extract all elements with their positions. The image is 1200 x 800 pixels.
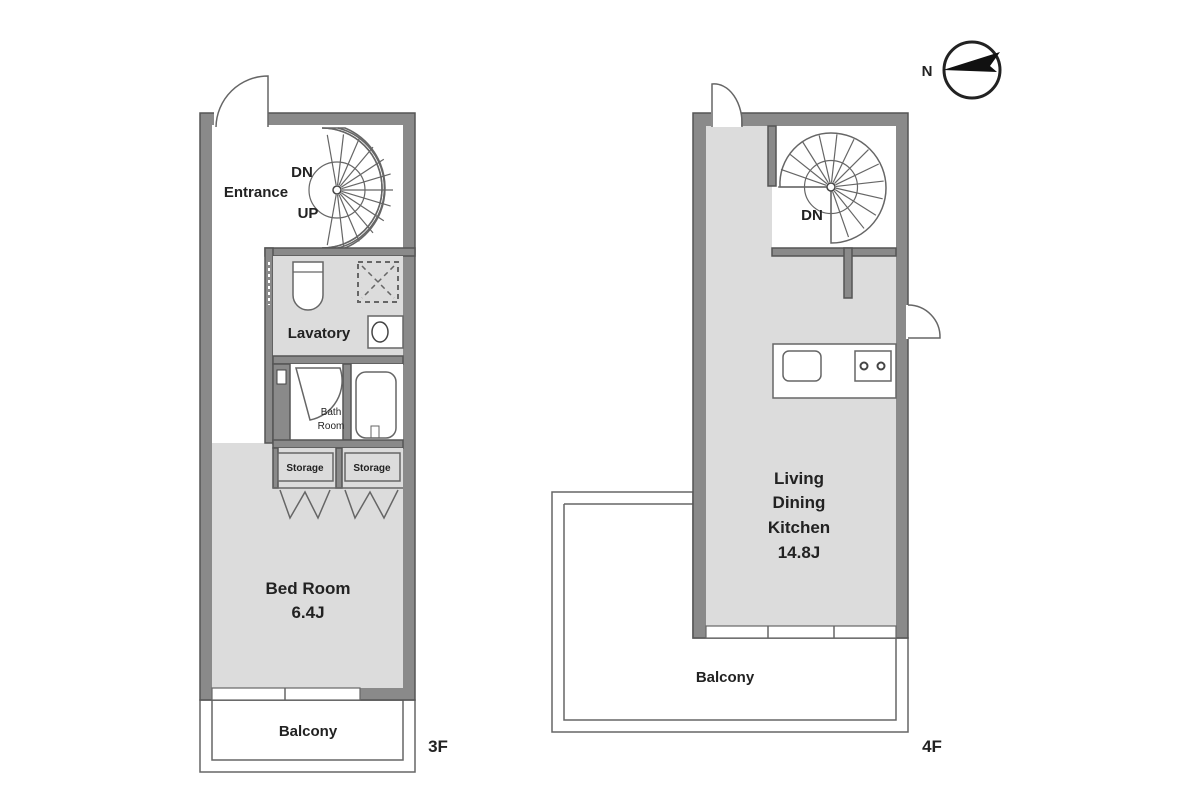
stair-dn-label-4f: DN — [801, 207, 823, 224]
storage-2-label: Storage — [353, 463, 391, 474]
stair-tread — [802, 141, 829, 184]
compass: N — [922, 40, 1002, 100]
toilet-icon — [292, 261, 324, 311]
bathroom-label-2: Room — [318, 421, 345, 432]
compass-north-label: N — [922, 63, 933, 80]
stair-dn-label-3f: DN — [291, 164, 313, 181]
stair-inner-ring — [308, 161, 366, 219]
kitchen-sink-icon — [782, 350, 822, 382]
sink-icon — [367, 315, 404, 349]
floor-label-3f: 3F — [428, 737, 448, 756]
north-arrow-icon — [943, 52, 1000, 72]
ldk-size: 14.8J — [778, 543, 821, 562]
entrance-door[interactable] — [215, 75, 269, 128]
entrance-door-gap — [214, 111, 268, 127]
ldk-label-2: Dining — [773, 493, 826, 512]
balcony-4f-inner — [563, 503, 897, 721]
wall-3f-lav-top — [264, 247, 416, 257]
stair-tread — [326, 134, 337, 186]
kitchen-counter — [772, 343, 897, 399]
wall-storage-divider — [335, 447, 343, 489]
wall-4f-stub — [843, 247, 853, 299]
door-gap-4f — [711, 111, 741, 127]
window-3f — [211, 687, 361, 701]
bath-door[interactable] — [295, 367, 343, 421]
ldk-label-3: Kitchen — [768, 518, 830, 537]
bedroom-label: Bed Room — [266, 579, 351, 598]
stair-up-label: UP — [298, 205, 319, 222]
stair-tread — [341, 190, 391, 207]
stair-tread — [339, 193, 374, 234]
entrance-label: Entrance — [224, 184, 288, 201]
balcony-3f-label: Balcony — [279, 723, 338, 740]
ldk-label-1: Living — [774, 469, 824, 488]
window-4f — [705, 625, 897, 639]
stair-tread — [338, 194, 360, 242]
switch-icon — [276, 369, 287, 385]
storage-1[interactable] — [277, 452, 334, 482]
bathroom-label-1: Bath — [321, 407, 342, 418]
stair-tread — [326, 194, 337, 246]
stair-tread — [835, 180, 884, 188]
floor-label-4f: 4F — [922, 737, 942, 756]
stair-tread — [789, 153, 828, 185]
stair-tread — [832, 138, 855, 183]
bathtub-icon — [355, 371, 397, 439]
spiral-stair-4f[interactable] — [778, 132, 887, 244]
stair-tread — [834, 149, 869, 184]
stair-tread — [830, 134, 838, 183]
wall-3f-lav-left — [264, 247, 274, 444]
stair-tread — [340, 192, 385, 222]
wall-3f-lav-bottom — [272, 355, 404, 365]
floor-3f: DN Entrance UP Lavatory Bath Room Storag… — [199, 75, 448, 773]
stair-tread — [336, 134, 345, 186]
storage-doors[interactable] — [279, 489, 399, 520]
storage-1-label: Storage — [286, 463, 324, 474]
lavatory-label: Lavatory — [288, 325, 351, 342]
stair-tread — [336, 194, 345, 246]
stair-tread — [832, 191, 850, 238]
bedroom-size: 6.4J — [291, 603, 324, 622]
stair-tread — [818, 135, 831, 183]
storage-2[interactable] — [344, 452, 401, 482]
washer-pan-icon — [357, 261, 399, 303]
wall-3f-bath-bottom — [272, 439, 404, 449]
floor-4f: DN Living Dining Kitchen 14.8J Balcony 4… — [551, 83, 942, 756]
stair-tread — [835, 187, 883, 200]
stair-tread — [340, 158, 385, 188]
stair-tread — [833, 190, 865, 229]
stair-inner-ring — [803, 159, 859, 215]
spiral-stair-3f[interactable] — [308, 127, 393, 249]
stair-tread — [341, 173, 391, 190]
door-4f-side[interactable] — [907, 304, 941, 339]
stair-tread — [338, 138, 360, 186]
stair-tread — [835, 163, 880, 186]
stair-tread — [780, 168, 827, 186]
stair-tread — [834, 189, 877, 216]
door-4f-top[interactable] — [711, 83, 743, 128]
stair-tread — [339, 146, 374, 187]
balcony-4f-label: Balcony — [696, 669, 755, 686]
